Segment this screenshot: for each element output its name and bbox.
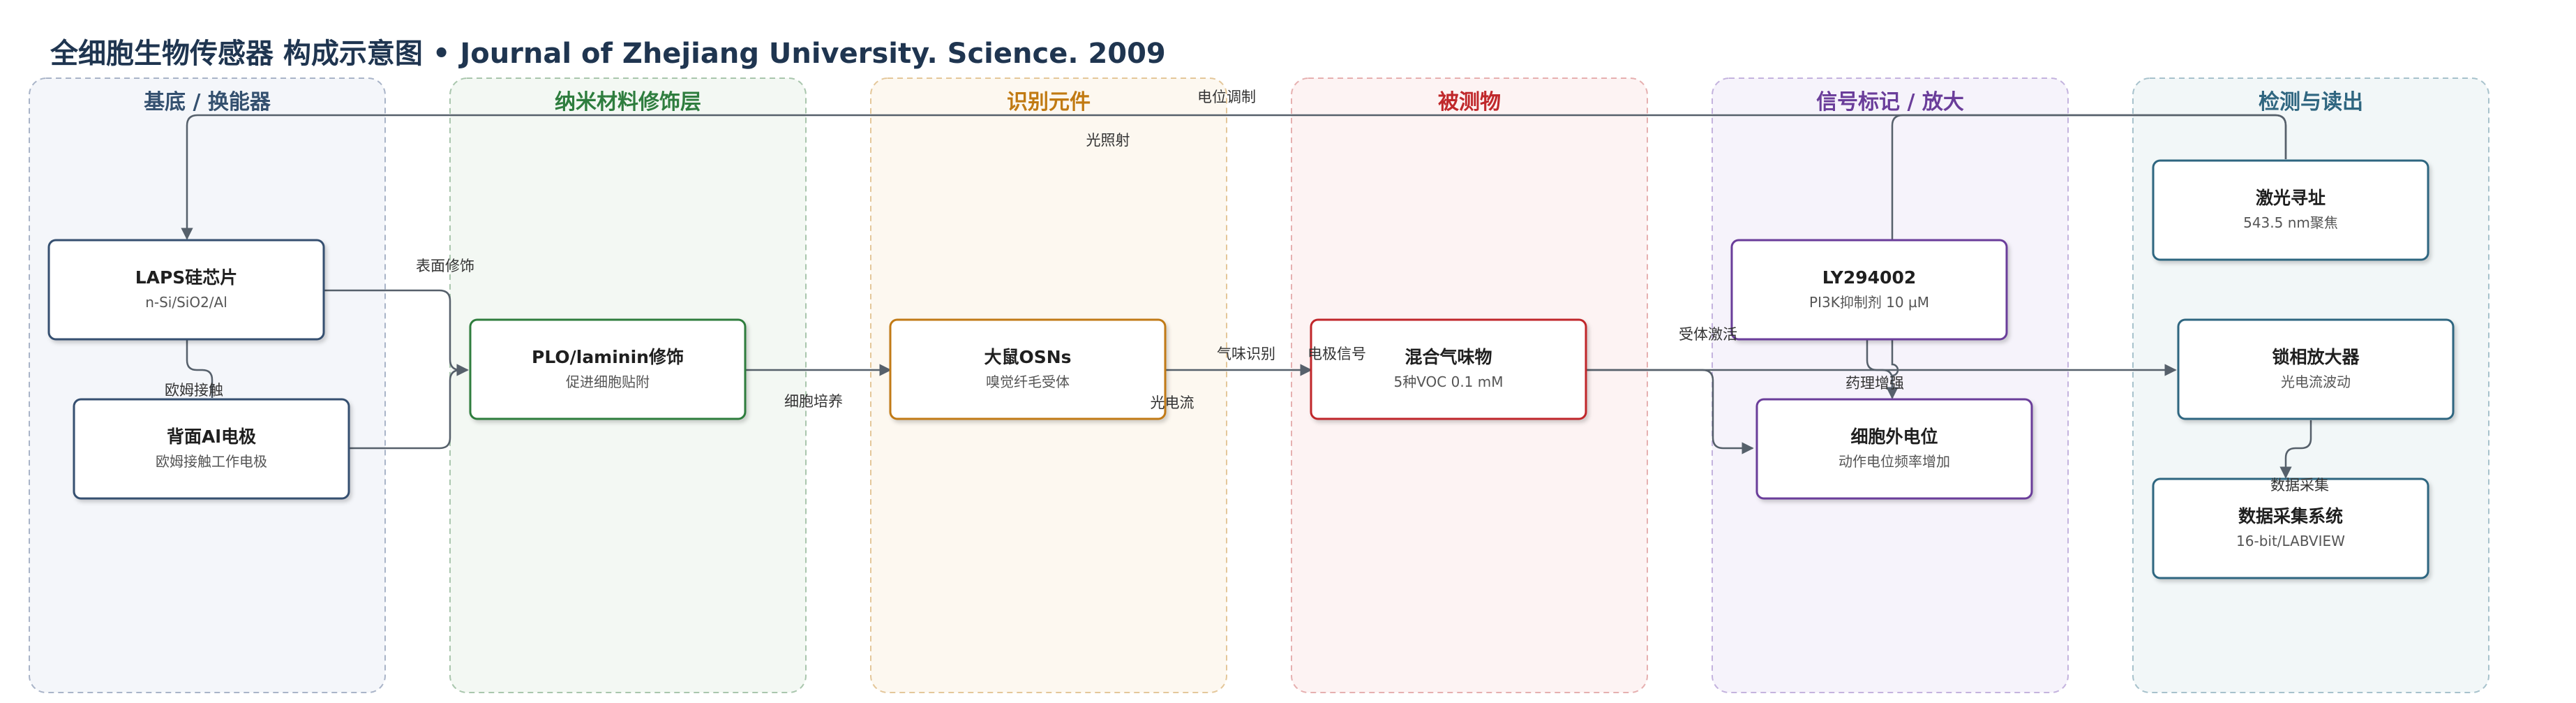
edge-laser-ap <box>1886 114 2287 399</box>
node-plo-sub: 促进细胞贴附 <box>566 373 650 390</box>
node-plo-title: PLO/laminin修饰 <box>532 347 684 367</box>
edges <box>181 114 2312 479</box>
page-title: 全细胞生物传感器 构成示意图 • Journal of Zhejiang Uni… <box>50 38 1166 70</box>
label-electrode-signal: 电极信号 <box>1308 346 1366 362</box>
node-laps-sub: n-Si/SiO2/Al <box>145 294 227 311</box>
node-lockin-title: 锁相放大器 <box>2272 347 2360 367</box>
node-daq-sub: 16-bit/LABVIEW <box>2236 533 2345 549</box>
node-lockin[interactable]: 锁相放大器 光电流波动 <box>2177 318 2455 420</box>
node-ap[interactable]: 细胞外电位 动作电位频率增加 <box>1755 398 2033 500</box>
node-lockin-sub: 光电流波动 <box>2281 373 2351 390</box>
edge-laps-al <box>186 339 214 398</box>
node-laps[interactable]: LAPS硅芯片 n-Si/SiO2/Al <box>47 239 325 341</box>
node-osn-title: 大鼠OSNs <box>984 347 1071 367</box>
node-laser[interactable]: 激光寻址 543.5 nm聚焦 <box>2152 159 2429 261</box>
label-potential: 电位调制 <box>1197 89 1256 105</box>
lane-title-nano: 纳米材料修饰层 <box>555 90 701 114</box>
node-laser-title: 激光寻址 <box>2256 188 2326 208</box>
node-ap-title: 细胞外电位 <box>1850 427 1938 447</box>
node-gas-title: 混合气味物 <box>1405 347 1492 367</box>
node-ly-title: LY294002 <box>1822 267 1917 288</box>
node-laser-sub: 543.5 nm聚焦 <box>2243 214 2338 231</box>
edge-labels: 欧姆接触 表面修饰 细胞培养 气味识别 电极信号 受体激活 药理增强 光电流 数… <box>165 89 2329 494</box>
node-al-sub: 欧姆接触工作电极 <box>156 453 267 470</box>
lane-title-signal: 信号标记 / 放大 <box>1816 90 1964 114</box>
lane-title-analyte: 被测物 <box>1438 90 1501 114</box>
node-daq[interactable]: 数据采集系统 16-bit/LABVIEW <box>2152 478 2429 579</box>
node-plo[interactable]: PLO/laminin修饰 促进细胞贴附 <box>469 318 747 420</box>
node-ly294002[interactable]: LY294002 PI3K抑制剂 10 µM <box>1730 239 2008 341</box>
node-osn-sub: 嗅觉纤毛受体 <box>986 373 1070 390</box>
edge-laps-plo <box>324 289 469 376</box>
node-osn[interactable]: 大鼠OSNs 嗅觉纤毛受体 <box>889 318 1167 420</box>
label-illum: 光照射 <box>1086 132 1130 149</box>
label-photocurrent: 光电流 <box>1151 394 1195 411</box>
label-daq: 数据采集 <box>2270 477 2329 494</box>
lane-title-detection: 检测与读出 <box>2259 90 2363 114</box>
node-gas-sub: 5种VOC 0.1 mM <box>1393 373 1503 390</box>
edge-al-plo <box>349 364 469 450</box>
node-al-title: 背面Al电极 <box>167 427 256 447</box>
label-pharma: 药理增强 <box>1845 375 1904 392</box>
node-ly-sub: PI3K抑制剂 10 µM <box>1809 294 1929 311</box>
label-odor: 气味识别 <box>1217 346 1275 362</box>
edge-lockin-daq <box>2279 420 2312 479</box>
label-ohmic: 欧姆接触 <box>165 382 223 399</box>
label-culture: 细胞培养 <box>784 393 843 410</box>
edge-gas-ap <box>1586 369 1754 454</box>
node-laps-title: LAPS硅芯片 <box>135 267 238 288</box>
node-gas[interactable]: 混合气味物 5种VOC 0.1 mM <box>1310 318 1587 420</box>
lane-substrate: 基底 / 换能器 <box>29 77 386 693</box>
label-surface: 表面修饰 <box>416 258 474 274</box>
label-receptor: 受体激活 <box>1679 326 1737 343</box>
lane-title-substrate: 基底 / 换能器 <box>144 90 271 114</box>
lane-title-recognition: 识别元件 <box>1007 90 1091 114</box>
node-daq-title: 数据采集系统 <box>2238 506 2343 526</box>
node-ap-sub: 动作电位频率增加 <box>1839 453 1950 470</box>
node-al-electrode[interactable]: 背面Al电极 欧姆接触工作电极 <box>73 398 350 500</box>
